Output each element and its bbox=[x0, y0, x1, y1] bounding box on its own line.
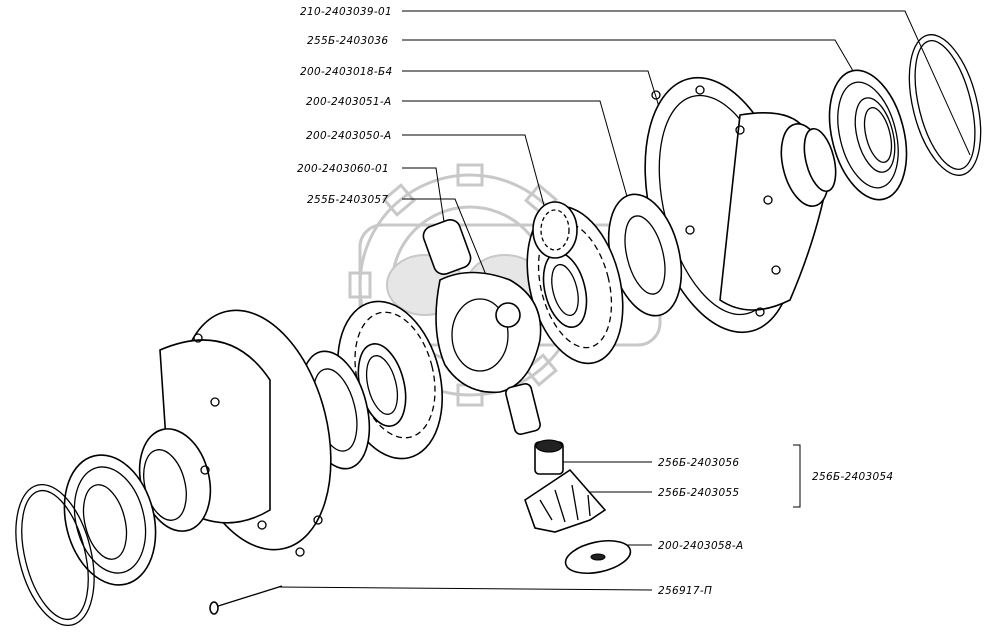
callout-label-200-2403051-a: 200-2403051-А bbox=[306, 96, 391, 108]
bearing-right bbox=[828, 69, 908, 201]
snap-ring-left bbox=[15, 483, 95, 627]
differential-spider bbox=[422, 219, 542, 435]
pinion-washer-lower bbox=[564, 540, 632, 574]
callout-label-210-2403039-01: 210-2403039-01 bbox=[300, 6, 392, 18]
pinion-gear-upper bbox=[532, 201, 578, 259]
differential-case-right bbox=[644, 76, 837, 334]
callout-label-255b-2403057: 255Б-2403057 bbox=[307, 194, 388, 206]
bearing-left bbox=[63, 454, 157, 586]
callout-label-200-2403058-a: 200-2403058-А bbox=[658, 540, 743, 552]
callout-label-256917-p: 256917-П bbox=[658, 585, 712, 597]
callout-label-200-2403018-b4: 200-2403018-Б4 bbox=[300, 66, 392, 78]
pinion-gear-lower bbox=[524, 468, 607, 533]
callout-label-256b-2403055: 256Б-2403055 bbox=[658, 487, 739, 499]
callout-label-200-2403060-01: 200-2403060-01 bbox=[297, 163, 389, 175]
snap-ring-right bbox=[908, 34, 982, 176]
pinion-bushing bbox=[534, 439, 564, 475]
callout-label-255b-2403036: 255Б-2403036 bbox=[307, 35, 388, 47]
callout-label-200-2403050-a: 200-2403050-А bbox=[306, 130, 391, 142]
differential-case-left bbox=[138, 309, 332, 557]
callout-label-256b-2403056: 256Б-2403056 bbox=[658, 457, 739, 469]
group-label-256b-2403054: 256Б-2403054 bbox=[812, 471, 893, 483]
cotter-pin bbox=[209, 585, 283, 615]
